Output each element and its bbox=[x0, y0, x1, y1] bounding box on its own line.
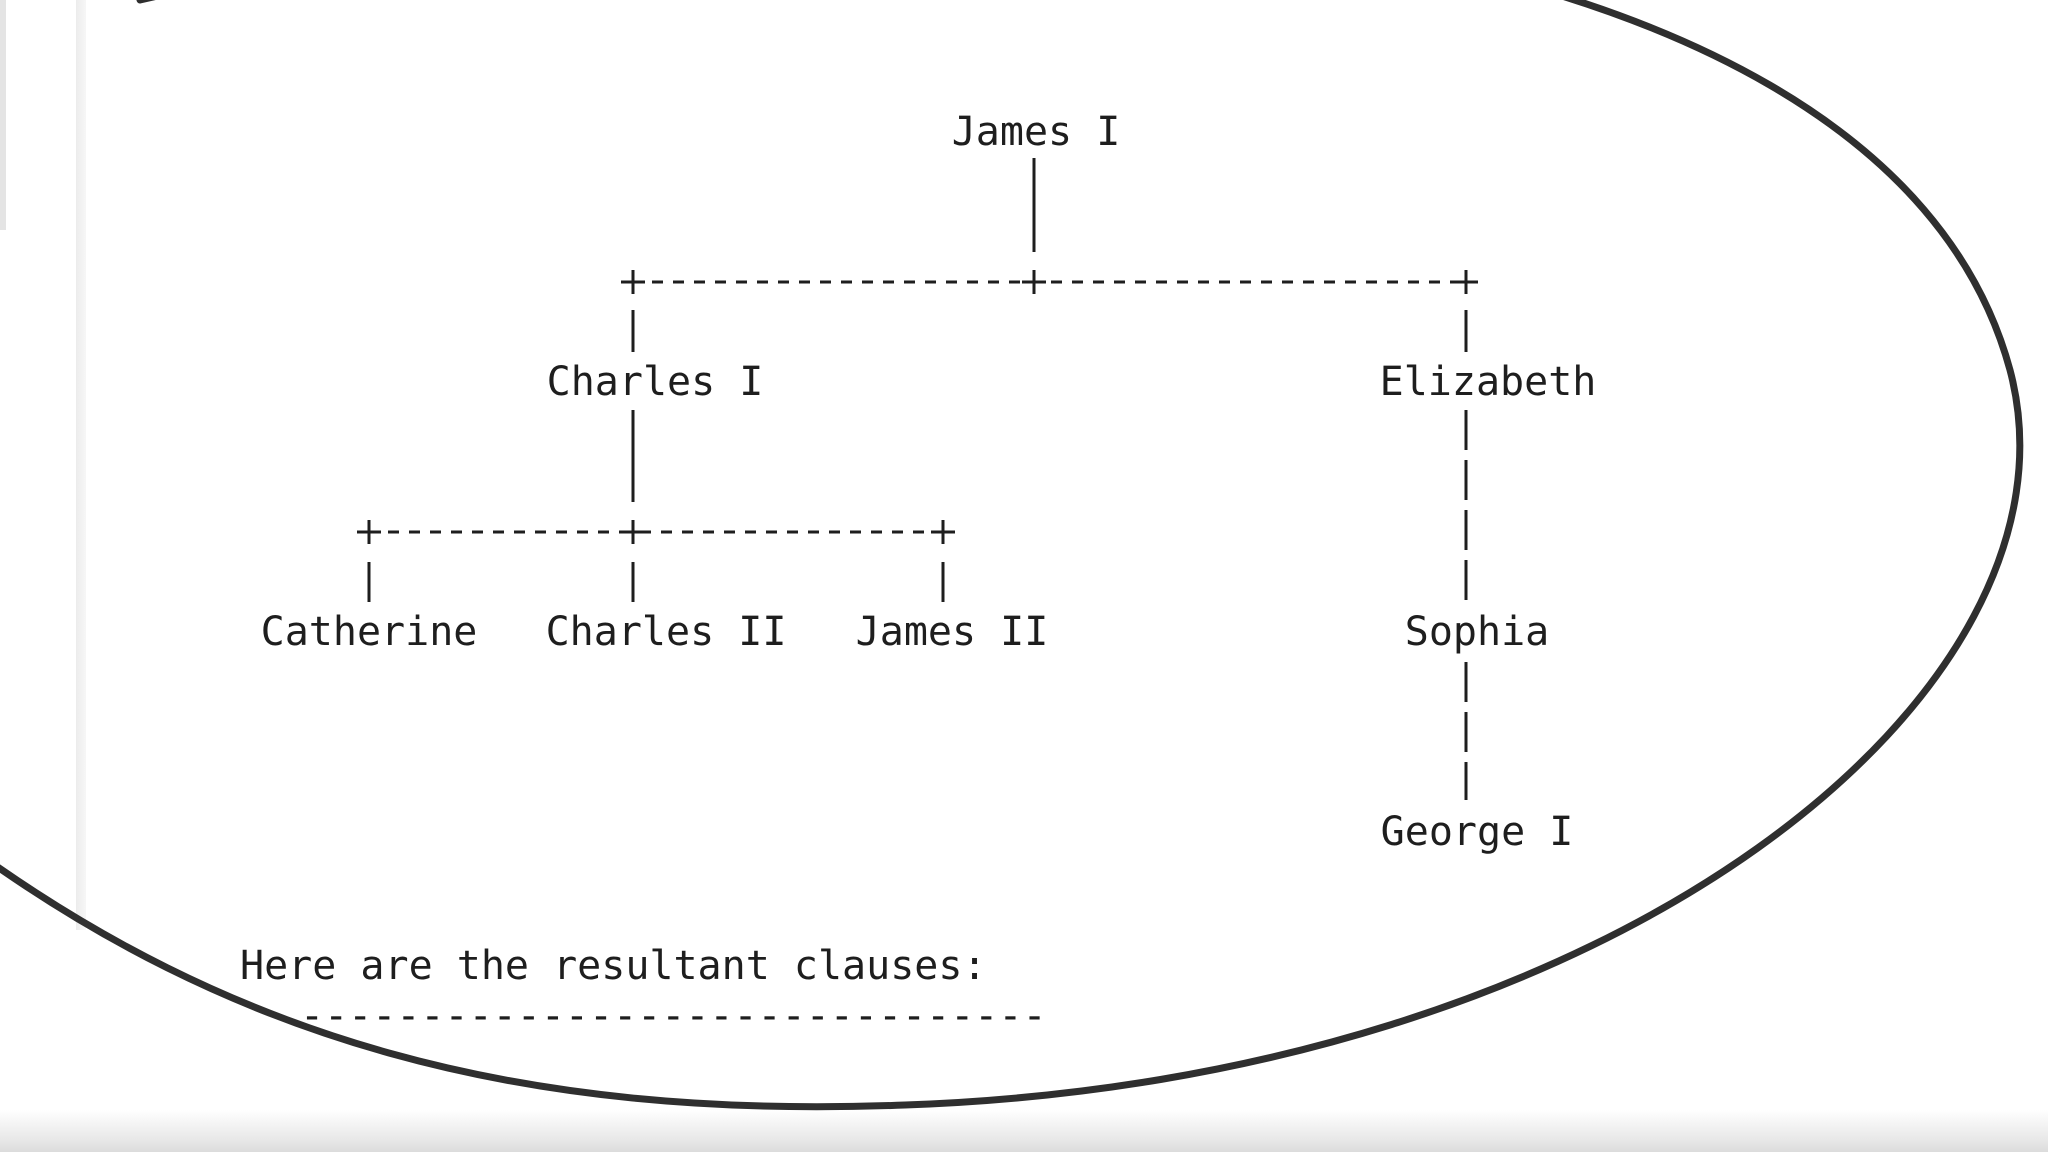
junction-plus bbox=[621, 270, 645, 294]
node-james2: James II bbox=[856, 609, 1049, 655]
node-james1: James I bbox=[952, 109, 1121, 155]
heading-underline: ------------------------------- bbox=[300, 993, 1047, 1039]
junction-plus bbox=[931, 520, 955, 544]
junction-plus bbox=[1454, 270, 1478, 294]
node-catherine: Catherine bbox=[261, 609, 478, 655]
resultant-clauses-heading: Here are the resultant clauses: bbox=[240, 943, 987, 989]
tree-junctions bbox=[357, 270, 1478, 544]
junction-plus bbox=[357, 520, 381, 544]
junction-plus bbox=[1022, 270, 1046, 294]
document-margin-rule bbox=[76, 0, 86, 930]
junction-plus bbox=[621, 520, 645, 544]
left-panel-edge bbox=[0, 0, 6, 230]
tree-connectors bbox=[367, 158, 1468, 800]
node-elizabeth: Elizabeth bbox=[1380, 359, 1597, 405]
node-charles2: Charles II bbox=[546, 609, 787, 655]
node-sophia: Sophia bbox=[1405, 609, 1550, 655]
bottom-shadow bbox=[0, 1110, 2048, 1152]
node-george1: George I bbox=[1381, 809, 1574, 855]
tree-labels: James I Charles I Elizabeth Catherine Ch… bbox=[261, 109, 1597, 855]
highlight-oval bbox=[0, 0, 2024, 1111]
node-charles1: Charles I bbox=[547, 359, 764, 405]
